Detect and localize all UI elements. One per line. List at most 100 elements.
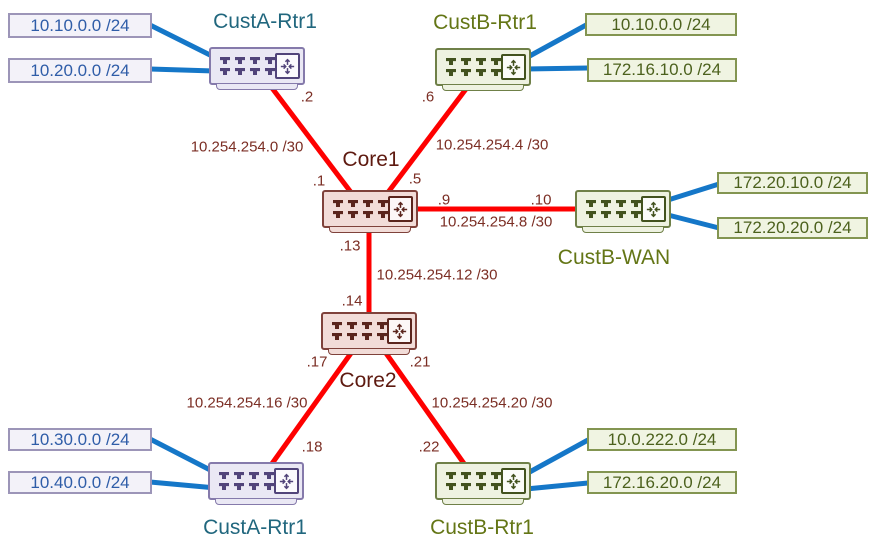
router-base-tray [329, 226, 411, 233]
network-box-wan-172-20-20[interactable]: 172.20.20.0 /24 [717, 217, 868, 239]
port-glyph-icon [446, 472, 456, 479]
switch-ports-icon [219, 472, 274, 490]
port-glyph-icon [219, 483, 229, 490]
port-glyph-icon [220, 57, 230, 64]
router-label-custa-rtr1-top: CustA-Rtr1 [213, 10, 317, 33]
routing-arrows-icon [388, 196, 413, 222]
router-label-custb-rtr1-bottom: CustB-Rtr1 [430, 516, 534, 539]
router-custa-rtr1-bottom[interactable] [208, 462, 304, 505]
lan-link [667, 181, 720, 203]
router-base-tray [442, 84, 524, 91]
port-glyph-icon [332, 333, 342, 340]
router-custb-wan[interactable] [575, 190, 671, 233]
router-base-tray [216, 83, 298, 90]
port-label: .21 [409, 353, 431, 371]
router-core2[interactable] [321, 312, 417, 355]
port-glyph-icon [348, 200, 358, 207]
router-custb-rtr1-bottom[interactable] [435, 462, 531, 505]
lan-link [148, 436, 218, 476]
network-box-custb-172-16-20[interactable]: 172.16.20.0 /24 [587, 471, 737, 494]
port-glyph-icon [332, 322, 342, 329]
network-box-custa-10-20[interactable]: 10.20.0.0 /24 [8, 58, 152, 83]
port-glyph-icon [601, 200, 611, 207]
port-glyph-icon [461, 472, 471, 479]
router-label-custa-rtr1-bottom: CustA-Rtr1 [203, 516, 307, 539]
port-glyph-icon [491, 69, 501, 76]
port-label: .14 [341, 292, 363, 310]
port-glyph-icon [461, 58, 471, 65]
port-glyph-icon [348, 211, 358, 218]
p2p-link-subnet-4 [384, 87, 468, 197]
port-glyph-icon [378, 200, 388, 207]
port-glyph-icon [333, 211, 343, 218]
lan-link [667, 212, 720, 231]
port-label: .13 [339, 237, 361, 255]
router-base-tray [442, 498, 524, 505]
network-box-custa-10-10[interactable]: 10.10.0.0 /24 [8, 13, 152, 38]
switch-ports-icon [446, 472, 501, 490]
port-glyph-icon [220, 68, 230, 75]
port-glyph-icon [219, 472, 229, 479]
switch-ports-icon [586, 200, 641, 218]
network-box-custa-10-30[interactable]: 10.30.0.0 /24 [8, 428, 152, 451]
routing-arrows-icon [387, 318, 412, 344]
lan-link [524, 437, 590, 477]
p2p-link-subnet-20 [380, 347, 468, 467]
port-glyph-icon [265, 57, 275, 64]
port-glyph-icon [461, 483, 471, 490]
lan-link [149, 479, 217, 491]
port-glyph-icon [601, 211, 611, 218]
port-glyph-icon [347, 333, 357, 340]
port-glyph-icon [333, 200, 343, 207]
port-glyph-icon [250, 68, 260, 75]
port-glyph-icon [631, 211, 641, 218]
router-base-tray [582, 226, 664, 233]
port-label: .1 [312, 172, 326, 190]
port-label: .18 [301, 438, 323, 456]
port-glyph-icon [362, 322, 372, 329]
network-box-wan-172-20-10[interactable]: 172.20.10.0 /24 [717, 172, 868, 194]
port-glyph-icon [476, 483, 486, 490]
port-glyph-icon [461, 69, 471, 76]
lan-link [148, 22, 216, 60]
p2p-link-subnet-0 [270, 86, 355, 197]
port-glyph-icon [235, 68, 245, 75]
routing-arrows-icon [501, 468, 526, 494]
router-base-tray [328, 348, 410, 355]
port-glyph-icon [476, 58, 486, 65]
router-custa-rtr1-top[interactable] [209, 47, 305, 90]
port-glyph-icon [491, 472, 501, 479]
routing-arrows-icon [274, 468, 299, 494]
network-box-custb-10-10[interactable]: 10.10.0.0 /24 [585, 13, 737, 36]
port-glyph-icon [616, 200, 626, 207]
lan-link [525, 480, 589, 492]
port-glyph-icon [362, 333, 372, 340]
port-glyph-icon [264, 472, 274, 479]
port-glyph-icon [476, 69, 486, 76]
subnet-label-subnet-8: 10.254.254.8 /30 [439, 213, 553, 231]
port-glyph-icon [616, 211, 626, 218]
router-core1[interactable] [322, 190, 418, 233]
port-glyph-icon [249, 483, 259, 490]
routing-arrows-icon [501, 54, 526, 80]
port-label: .2 [300, 88, 314, 106]
network-box-custb-172-16-10[interactable]: 172.16.10.0 /24 [587, 58, 737, 82]
port-label: .6 [421, 88, 435, 106]
port-glyph-icon [446, 58, 456, 65]
port-glyph-icon [363, 211, 373, 218]
port-glyph-icon [586, 211, 596, 218]
port-label: .5 [408, 170, 422, 188]
subnet-label-subnet-0: 10.254.254.0 /30 [190, 138, 304, 156]
router-label-core1: Core1 [342, 148, 400, 171]
router-label-custb-wan: CustB-WAN [557, 246, 671, 269]
network-box-custb-10-0-222[interactable]: 10.0.222.0 /24 [587, 428, 737, 451]
port-glyph-icon [235, 57, 245, 64]
port-glyph-icon [491, 58, 501, 65]
port-label: .9 [437, 191, 451, 209]
network-box-custa-10-40[interactable]: 10.40.0.0 /24 [8, 471, 152, 494]
lan-link [524, 21, 590, 61]
router-custb-rtr1-top[interactable] [435, 48, 531, 91]
port-glyph-icon [234, 472, 244, 479]
